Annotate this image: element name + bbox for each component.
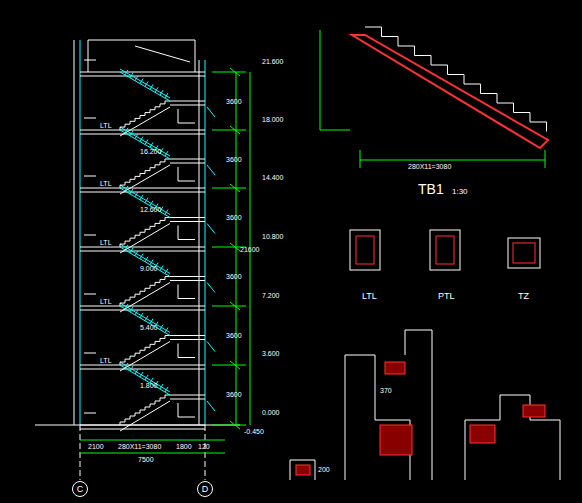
drawing-label: 21.600 [262, 58, 283, 65]
drawing-label: 18.000 [262, 116, 283, 123]
drawing-label: 1800 [176, 443, 192, 450]
drawing-label: LTL [100, 122, 112, 129]
drawing-label: 3600 [226, 98, 242, 105]
drawing-label: 2100 [88, 443, 104, 450]
drawing-label: LTL [100, 180, 112, 187]
drawing-label: LTL [100, 298, 112, 305]
drawing-label: 200 [318, 466, 330, 473]
drawing-label: TZ [518, 292, 529, 301]
drawing-label: 3600 [226, 391, 242, 398]
drawing-label: 5.400 [140, 324, 158, 331]
drawing-label: 120 [198, 443, 210, 450]
drawing-label: 16.200 [140, 148, 161, 155]
drawing-label: 370 [380, 387, 392, 394]
axis-letter: C [77, 484, 84, 494]
drawing-label: 0.000 [262, 409, 280, 416]
drawing-label: LTL [100, 239, 112, 246]
drawing-label: 280X11=3080 [118, 443, 161, 450]
drawing-label: 7500 [138, 456, 154, 463]
drawing-label: 9.000 [140, 265, 158, 272]
drawing-label: 3.600 [262, 350, 280, 357]
axis-bubble: D [197, 481, 213, 497]
drawing-label: 1.800 [140, 382, 158, 389]
wall-line [80, 40, 81, 425]
drawing-label: TB1 [418, 182, 444, 196]
drawing-label: LTL [100, 357, 112, 364]
axis-letter: D [202, 484, 209, 494]
drawing-label: 7.200 [262, 292, 280, 299]
drawing-label: 3600 [226, 332, 242, 339]
drawing-label: -0.450 [244, 428, 264, 435]
drawing-label: 14.400 [262, 174, 283, 181]
drawing-label: 1:30 [452, 188, 468, 196]
drawing-label: 10.800 [262, 233, 283, 240]
drawing-label: LTL [362, 292, 377, 301]
axis-bubble: C [72, 481, 88, 497]
drawing-label: 21600 [240, 246, 259, 253]
drawing-label: 3600 [226, 156, 242, 163]
drawing-label: 280X11=3080 [408, 163, 451, 170]
drawing-label: 3600 [226, 214, 242, 221]
drawing-label: 3600 [226, 273, 242, 280]
drawing-label: PTL [438, 292, 455, 301]
drawing-label: 12.600 [140, 206, 161, 213]
